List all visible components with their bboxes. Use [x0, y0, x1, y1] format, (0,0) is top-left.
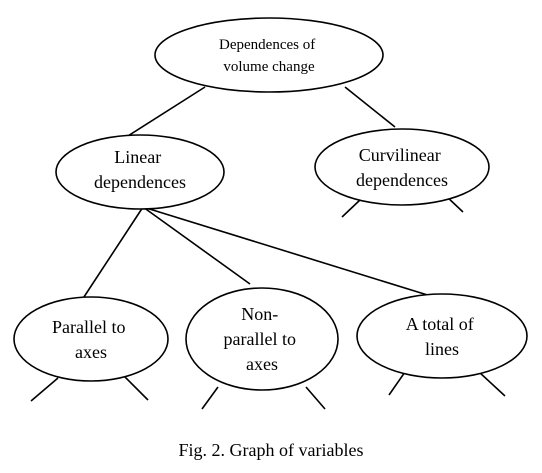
edge-linear-total — [142, 206, 435, 298]
node-linear-text: Linear dependences — [94, 147, 186, 192]
edge-root-linear — [119, 86, 206, 142]
stub-total-left — [388, 371, 406, 396]
node-parallel-ellipse — [13, 296, 169, 382]
node-root-ellipse — [154, 17, 384, 93]
stub-nonparallel-left — [201, 386, 219, 410]
edge-linear-nonparallel — [142, 206, 251, 285]
stub-parallel-left — [30, 377, 59, 402]
stub-parallel-right — [123, 375, 149, 401]
edge-linear-parallel — [79, 206, 144, 304]
node-total-ellipse — [356, 293, 528, 379]
node-nonparallel-ellipse — [185, 287, 339, 391]
figure-caption: Fig. 2. Graph of variables — [178, 440, 364, 460]
node-linear-ellipse — [55, 134, 225, 210]
node-parallel-text: Parallel to axes — [52, 317, 130, 362]
node-total-text: A total of lines — [406, 314, 479, 359]
stub-total-right — [478, 371, 506, 397]
node-nonparallel-text: Non- parallel to axes — [224, 304, 301, 374]
stub-nonparallel-right — [305, 386, 326, 410]
stub-curvilinear-left — [341, 199, 361, 218]
node-root-text: Dependences of volume change — [219, 37, 319, 75]
edge-root-curvilinear — [344, 86, 396, 128]
node-curvilinear-text: Curvilinear dependences — [356, 145, 448, 190]
node-curvilinear-ellipse — [314, 128, 490, 206]
